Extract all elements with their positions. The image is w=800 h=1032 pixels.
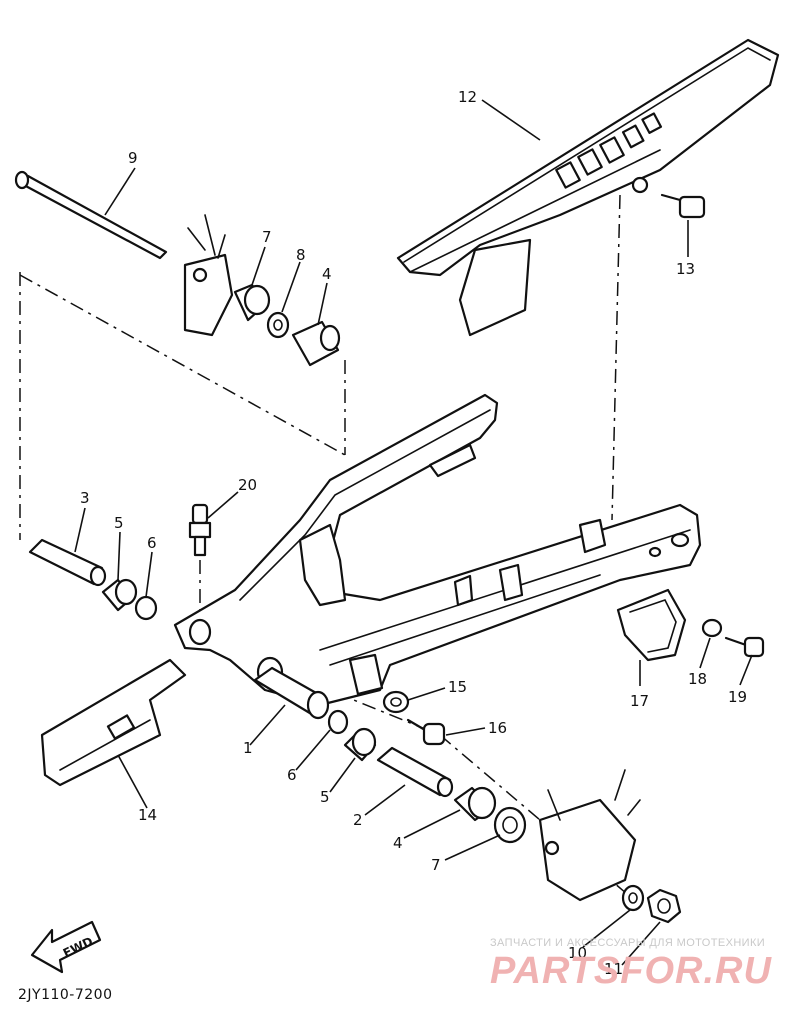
callout-19: 19 bbox=[728, 688, 747, 706]
callout-3: 3 bbox=[80, 489, 90, 507]
callout-17: 17 bbox=[630, 692, 649, 710]
lower-bushing-7 bbox=[493, 806, 527, 844]
callout-9: 9 bbox=[128, 149, 138, 167]
left-bushing-5 bbox=[101, 578, 138, 612]
left-pipe-3 bbox=[28, 538, 107, 587]
plate-17-part bbox=[616, 588, 687, 662]
nut-18-part bbox=[701, 618, 723, 638]
lower-collar-6 bbox=[327, 709, 349, 735]
callout-6-lower: 6 bbox=[287, 766, 297, 784]
callout-5-lower: 5 bbox=[320, 788, 330, 806]
callout-16: 16 bbox=[488, 719, 507, 737]
callout-10: 10 bbox=[568, 944, 587, 962]
callout-18: 18 bbox=[688, 670, 707, 688]
callout-2: 2 bbox=[353, 811, 363, 829]
callout-7-lower: 7 bbox=[431, 856, 441, 874]
lower-collar-4 bbox=[453, 786, 497, 822]
bolt-16-part bbox=[406, 718, 446, 746]
pivot-shaft-part bbox=[14, 170, 168, 260]
grease-nipple-part bbox=[188, 503, 212, 557]
callout-15: 15 bbox=[448, 678, 467, 696]
lower-frame-bracket bbox=[538, 769, 641, 902]
washer-10-part bbox=[621, 884, 645, 912]
bolt-19-part bbox=[724, 636, 765, 658]
upper-frame-bracket bbox=[183, 214, 234, 337]
callout-20: 20 bbox=[238, 476, 257, 494]
pivot-boss-1 bbox=[253, 666, 330, 720]
callout-14: 14 bbox=[138, 806, 157, 824]
callout-8: 8 bbox=[296, 246, 306, 264]
lower-bushing-5 bbox=[343, 727, 377, 762]
watermark-brand: PARTSFOR.RU bbox=[490, 950, 772, 992]
callout-labels: 9 7 8 4 12 13 3 5 6 20 14 1 6 5 2 4 7 15… bbox=[80, 88, 747, 978]
swingarm-part bbox=[173, 393, 702, 707]
chain-case-part bbox=[396, 38, 780, 337]
diagram-code: 2JY110-7200 bbox=[18, 987, 113, 1003]
watermark-tagline: ЗАПЧАСТИ И АКСЕССУАРЫ ДЛЯ МОТОТЕХНИКИ bbox=[490, 937, 766, 949]
upper-bushing-7 bbox=[233, 283, 271, 322]
callout-7-upper: 7 bbox=[262, 228, 272, 246]
chain-guide-part bbox=[40, 658, 187, 787]
callout-11: 11 bbox=[604, 960, 623, 978]
nut-11-part bbox=[646, 888, 682, 924]
callout-4-upper: 4 bbox=[322, 265, 332, 283]
washer-15-part bbox=[382, 690, 410, 714]
callout-13: 13 bbox=[676, 260, 695, 278]
callout-12: 12 bbox=[458, 88, 477, 106]
upper-washer-8 bbox=[266, 311, 290, 339]
forward-direction-arrow: FWD bbox=[30, 920, 102, 974]
bolt-13-part bbox=[660, 193, 706, 219]
leader-lines bbox=[74, 99, 753, 966]
callout-5-left: 5 bbox=[114, 514, 124, 532]
callout-6-left: 6 bbox=[147, 534, 157, 552]
left-collar-6 bbox=[134, 595, 158, 621]
callout-4-lower: 4 bbox=[393, 834, 403, 852]
callout-1: 1 bbox=[243, 739, 253, 757]
lower-pipe-2 bbox=[376, 746, 454, 798]
upper-collar-4 bbox=[291, 320, 341, 367]
